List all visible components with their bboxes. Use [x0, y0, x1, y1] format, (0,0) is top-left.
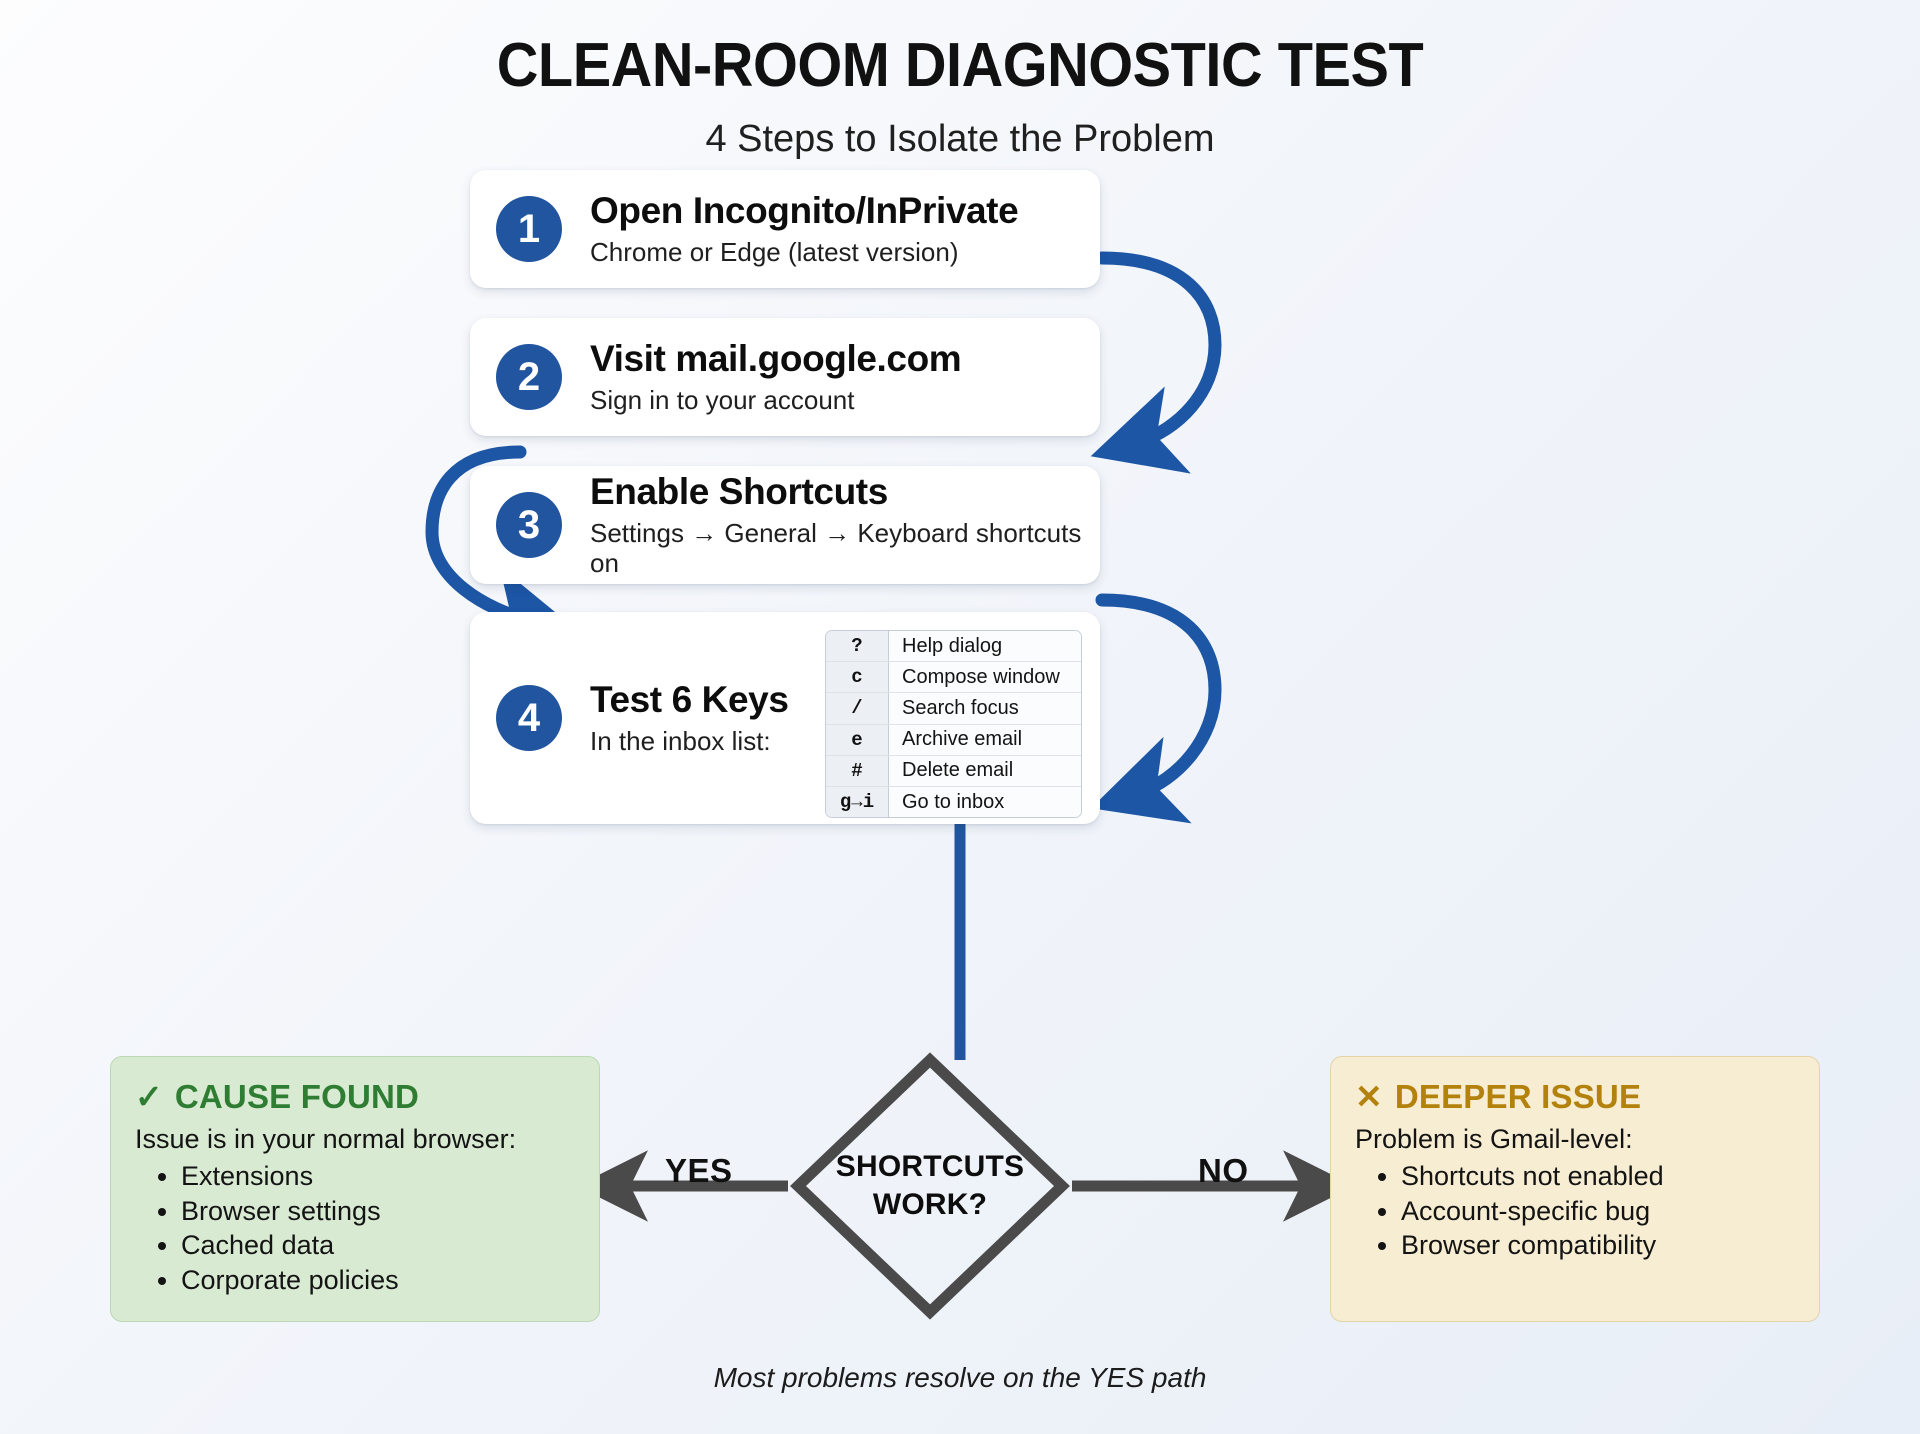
step-card-4[interactable]: 4 Test 6 Keys In the inbox list: ?Help d… — [470, 612, 1100, 824]
outcome-list-yes: ExtensionsBrowser settingsCached dataCor… — [135, 1159, 575, 1297]
cross-icon: ✕ — [1355, 1078, 1383, 1115]
page-subtitle: 4 Steps to Isolate the Problem — [705, 118, 1215, 160]
shortcut-key: g→i — [826, 786, 889, 818]
outcome-list-item: Shortcuts not enabled — [1401, 1159, 1795, 1194]
step-text-4: Test 6 Keys In the inbox list: — [590, 679, 789, 756]
branch-label-yes: YES — [665, 1152, 733, 1189]
step-subtitle-2: Sign in to your account — [590, 384, 855, 415]
step-number-badge-1: 1 — [496, 196, 562, 262]
decision-label: SHORTCUTS WORK? — [790, 1052, 1070, 1320]
outcome-list-no: Shortcuts not enabledAccount-specific bu… — [1355, 1159, 1795, 1263]
outcome-lead-yes: Issue is in your normal browser: — [135, 1124, 517, 1154]
shortcut-action: Search focus — [889, 693, 1081, 724]
outcome-box-cause-found: ✓ CAUSE FOUND Issue is in your normal br… — [110, 1056, 600, 1322]
step-title-2: Visit mail.google.com — [590, 338, 962, 380]
outcome-list-item: Browser compatibility — [1401, 1228, 1795, 1263]
outcome-list-item: Corporate policies — [181, 1263, 575, 1298]
step-text-1: Open Incognito/InPrivate Chrome or Edge … — [590, 190, 1019, 267]
step-text-3: Enable Shortcuts Settings → General → Ke… — [590, 471, 1100, 578]
step-card-1[interactable]: 1 Open Incognito/InPrivate Chrome or Edg… — [470, 170, 1100, 288]
shortcut-key: ? — [826, 631, 889, 662]
shortcut-action: Go to inbox — [889, 786, 1081, 818]
step-title-4: Test 6 Keys — [590, 679, 789, 721]
footer-caption: Most problems resolve on the YES path — [713, 1362, 1207, 1393]
shortcut-action: Compose window — [889, 662, 1081, 693]
shortcut-key: e — [826, 724, 889, 755]
outcome-list-item: Account-specific bug — [1401, 1194, 1795, 1229]
outcome-box-deeper-issue: ✕ DEEPER ISSUE Problem is Gmail-level: S… — [1330, 1056, 1820, 1322]
decision-line-1: SHORTCUTS — [835, 1149, 1025, 1183]
shortcut-action: Help dialog — [889, 631, 1081, 662]
decision-diamond: SHORTCUTS WORK? — [790, 1052, 1070, 1320]
step-subtitle-3: Settings → General → Keyboard shortcuts … — [590, 517, 1082, 578]
outcome-list-item: Extensions — [181, 1159, 575, 1194]
step-number-badge-4: 4 — [496, 685, 562, 751]
step-card-3[interactable]: 3 Enable Shortcuts Settings → General → … — [470, 466, 1100, 584]
check-icon: ✓ — [135, 1078, 163, 1115]
shortcut-row: ?Help dialog — [826, 631, 1081, 663]
step-text-2: Visit mail.google.com Sign in to your ac… — [590, 338, 962, 415]
step-subtitle-4: In the inbox list: — [590, 725, 771, 756]
outcome-list-item: Browser settings — [181, 1194, 575, 1229]
step-number-badge-3: 3 — [496, 492, 562, 558]
outcome-lead-no: Problem is Gmail-level: — [1355, 1124, 1633, 1154]
shortcut-row: #Delete email — [826, 755, 1081, 787]
branch-label-no: NO — [1198, 1152, 1249, 1189]
outcome-heading-no: ✕ DEEPER ISSUE — [1355, 1077, 1795, 1116]
outcome-heading-text-no: DEEPER ISSUE — [1394, 1078, 1642, 1115]
decision-line-2: WORK? — [872, 1188, 988, 1221]
shortcut-key: / — [826, 693, 889, 724]
page-title: CLEAN-ROOM DIAGNOSTIC TEST — [496, 31, 1424, 100]
shortcut-action: Delete email — [889, 755, 1081, 786]
step-subtitle-1: Chrome or Edge (latest version) — [590, 236, 959, 267]
shortcut-action: Archive email — [889, 724, 1081, 755]
shortcut-row: /Search focus — [826, 693, 1081, 725]
step-title-3: Enable Shortcuts — [590, 471, 888, 513]
outcome-heading-text-yes: CAUSE FOUND — [174, 1078, 420, 1115]
step-title-1: Open Incognito/InPrivate — [590, 190, 1019, 232]
outcome-heading-yes: ✓ CAUSE FOUND — [135, 1077, 575, 1116]
diamond-shape — [790, 1052, 1070, 1320]
step-card-2[interactable]: 2 Visit mail.google.com Sign in to your … — [470, 318, 1100, 436]
shortcut-key: c — [826, 662, 889, 693]
shortcut-key: # — [826, 755, 889, 786]
outcome-list-item: Cached data — [181, 1228, 575, 1263]
step-number-badge-2: 2 — [496, 344, 562, 410]
